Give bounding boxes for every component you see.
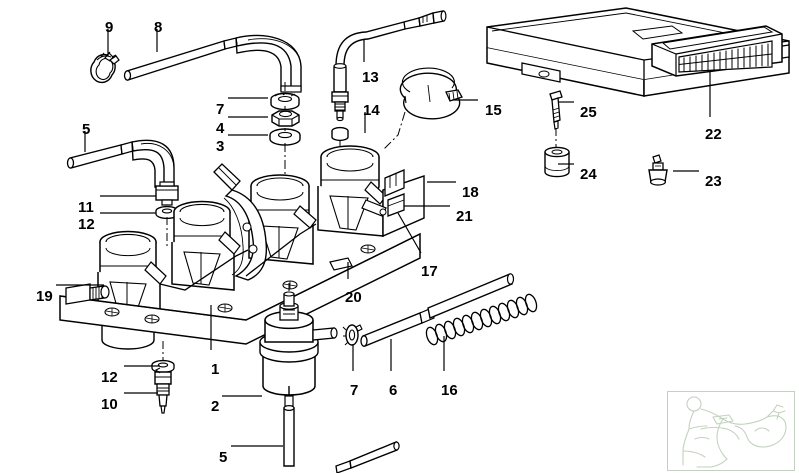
rail-screws (104, 244, 376, 324)
motorcycle-watermark (667, 391, 795, 471)
callout-number-10: 10 (101, 396, 118, 413)
part-12-washer-lower (151, 341, 175, 374)
part-11-valve (155, 181, 179, 206)
part-2-fuel-pressure-regulator (259, 283, 338, 407)
callout-number-12: 12 (78, 216, 95, 233)
callout-number-8: 8 (154, 19, 163, 36)
callout-number-21: 21 (456, 208, 473, 225)
callout-number-23: 23 (705, 173, 722, 190)
callout-number-19: 19 (36, 288, 53, 305)
callout-number-16: 16 (441, 382, 458, 399)
callout-number-1: 1 (211, 361, 220, 378)
callout-number-13: 13 (362, 69, 379, 86)
part-25-screw (549, 90, 563, 148)
part-10-temperature-sensor (154, 367, 172, 414)
part-16-coil-spring (425, 293, 538, 346)
throttle-cam-plate (213, 163, 268, 281)
part-3-washer (269, 128, 301, 146)
callout-number-14: 14 (363, 102, 380, 119)
part-13-sensor-lead (335, 10, 447, 67)
part-6-rods (360, 273, 515, 347)
callout-number-7: 7 (216, 101, 225, 118)
callout-number-6: 6 (389, 382, 398, 399)
callout-number-2: 2 (211, 398, 220, 415)
part-22-control-unit (486, 7, 790, 97)
leader-line-17 (397, 212, 422, 254)
part-7-clamp-ring (270, 92, 300, 111)
callout-number-5: 5 (219, 449, 228, 466)
part-18-throttle-position-sensor (382, 169, 425, 238)
part-5-lower-hose (283, 405, 295, 467)
callout-number-17: 17 (421, 263, 438, 280)
callout-leader-lines (56, 29, 711, 447)
part-8-vent-hose (123, 34, 302, 93)
callout-number-18: 18 (462, 184, 479, 201)
part-5-upper-hose (66, 139, 175, 188)
callout-number-9: 9 (105, 19, 114, 36)
callout-number-15: 15 (485, 102, 502, 119)
callout-number-12: 12 (101, 369, 118, 386)
part-23-rubber-bushing (648, 154, 668, 186)
part-15-hose-clamp-band (382, 67, 463, 151)
part-17-lever (361, 199, 387, 217)
callout-number-24: 24 (580, 166, 597, 183)
part-19-idle-adjust-screw (65, 283, 110, 305)
callout-number-20: 20 (345, 289, 362, 306)
throttle-bore-2 (171, 200, 235, 291)
part-14-oxygen-sensor (331, 63, 349, 172)
callout-number-25: 25 (580, 104, 597, 121)
callout-number-3: 3 (216, 138, 225, 155)
callout-number-5: 5 (82, 121, 91, 138)
callout-number-22: 22 (705, 126, 722, 143)
part-20-mounting-flange (329, 257, 353, 271)
part-4-hex-nut (271, 110, 300, 127)
callout-number-4: 4 (216, 120, 225, 137)
callout-number-11: 11 (78, 199, 94, 216)
throttle-bore-4 (317, 145, 384, 237)
part-7-clamp-ring-lower (342, 324, 363, 346)
part-1-throttle-body-assembly (59, 145, 425, 350)
callout-number-7: 7 (350, 382, 359, 399)
throttle-linkage (144, 181, 387, 291)
part-9-hose-clamp (90, 51, 120, 84)
part-21-connector (387, 193, 405, 217)
part-5-hose-segment-bottom (335, 441, 400, 473)
part-24-rubber-mount (544, 146, 570, 178)
